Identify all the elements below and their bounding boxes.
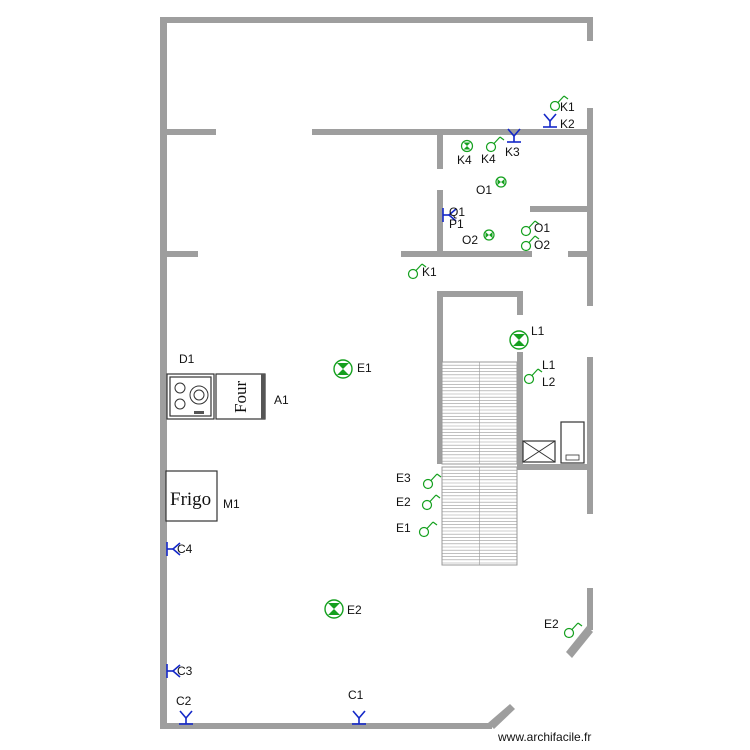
light-e2-icon	[324, 599, 344, 619]
walls	[160, 17, 593, 729]
wall-bottom	[160, 723, 492, 729]
light-k4-icon	[460, 139, 474, 153]
socket-k2-icon	[542, 113, 558, 128]
label-k1-mid: K1	[422, 265, 437, 279]
oven-body	[215, 373, 266, 420]
wall-bottom-corner	[488, 704, 515, 729]
wall-h2c	[568, 251, 593, 257]
fridge-label: Frigo	[170, 489, 211, 510]
wall-h2b	[401, 251, 532, 257]
water-heater	[560, 421, 585, 464]
label-a1: A1	[274, 393, 289, 407]
switch-e1-icon	[418, 521, 438, 538]
labels: D1 A1 M1 E1 E2 L1 L1 L2 E3 E2 E1 E2 K1 K…	[176, 100, 575, 708]
fridge-body	[165, 470, 218, 522]
label-o1-light: O1	[476, 183, 492, 197]
label-l2-switch: L2	[542, 375, 556, 389]
burner-2	[174, 398, 186, 410]
oven-handle	[261, 374, 265, 419]
label-c3: C3	[177, 664, 193, 678]
wall-right-top	[587, 17, 593, 41]
switch-e2-icon	[421, 494, 441, 511]
label-l1-switch: L1	[542, 358, 556, 372]
label-k4-light: K4	[457, 153, 472, 167]
switch-k4-icon	[485, 136, 505, 153]
wall-h3	[530, 206, 593, 212]
fridge: Frigo	[165, 470, 218, 522]
wall-left	[160, 17, 167, 729]
water-heater-display	[565, 454, 580, 461]
label-l1-light: L1	[531, 324, 545, 338]
label-c2: C2	[176, 694, 192, 708]
burner-3-inner	[193, 389, 205, 401]
wall-right-corner	[566, 626, 593, 658]
wall-v1	[437, 129, 443, 169]
label-k4-switch: K4	[481, 152, 496, 166]
wall-h1b	[312, 129, 593, 135]
socket-c1-icon	[351, 710, 367, 725]
wall-stair-landing	[518, 464, 593, 470]
staircase	[441, 361, 518, 566]
label-d1: D1	[179, 352, 195, 366]
water-heater-body	[560, 421, 585, 464]
oven: Four	[215, 373, 266, 420]
light-l1-icon	[509, 330, 529, 350]
label-o2-switch: O2	[534, 238, 550, 252]
wall-stair-right-top	[517, 291, 523, 315]
label-k2: K2	[560, 117, 575, 131]
label-k3: K3	[505, 145, 520, 159]
label-o1-switch: O1	[534, 221, 550, 235]
switch-e3-icon	[422, 473, 442, 490]
label-e1-switch: E1	[396, 521, 411, 535]
switch-e2-right-icon	[563, 622, 583, 639]
label-e1-light: E1	[357, 361, 372, 375]
label-q1: Q1	[449, 205, 465, 219]
label-e2-switch: E2	[396, 495, 411, 509]
label-k1-top: K1	[560, 100, 575, 114]
label-e2-light: E2	[347, 603, 362, 617]
label-e3-switch: E3	[396, 471, 411, 485]
light-e1-icon	[333, 359, 353, 379]
wall-right-middle	[587, 357, 593, 514]
label-o2-light: O2	[462, 233, 478, 247]
wall-h1a	[160, 129, 216, 135]
wall-top	[160, 17, 593, 23]
wall-stair-right	[517, 352, 523, 470]
label-c4: C4	[177, 542, 193, 556]
wall-v2	[437, 190, 443, 257]
burner-1	[174, 382, 186, 394]
label-e2-switch-right: E2	[544, 617, 559, 631]
label-c1: C1	[348, 688, 364, 702]
wall-stair-top	[437, 291, 523, 297]
watermark: www.archifacile.fr	[497, 730, 591, 744]
cooktop-knob	[194, 411, 204, 414]
panel-cross-b	[522, 440, 556, 463]
wall-right-lower	[587, 588, 593, 630]
wall-h2a	[160, 251, 198, 257]
label-m1: M1	[223, 497, 240, 511]
wall-stair-left	[437, 291, 443, 464]
oven-label: Four	[231, 381, 250, 413]
label-p1: P1	[449, 217, 464, 231]
switch-l1-l2-icon	[523, 368, 543, 385]
cooktop	[166, 373, 215, 420]
electrical-panel	[522, 440, 556, 463]
burner-3	[189, 385, 209, 405]
light-o2-icon	[483, 229, 495, 241]
light-o1-icon	[495, 176, 507, 188]
socket-c2-icon	[178, 710, 194, 725]
